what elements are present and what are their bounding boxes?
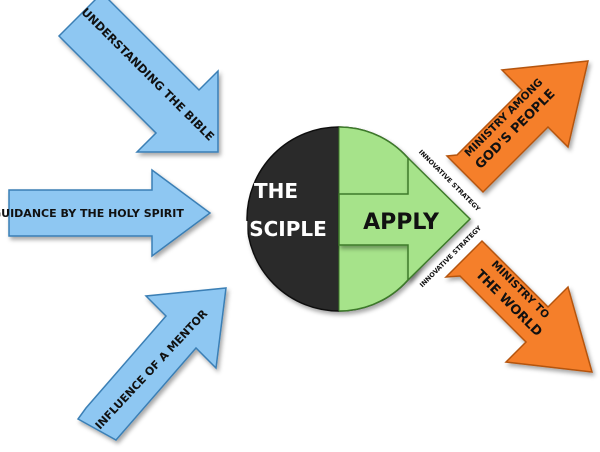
arrow-shape [76, 287, 227, 441]
arrow-label: INFLUENCE OF A MENTOR [93, 307, 211, 432]
arrow-ministry-to-the-world [444, 239, 594, 373]
arrow-ministry-among-gods-people [445, 60, 589, 194]
arrow-label: GUIDANCE BY THE HOLY SPIRIT [0, 207, 184, 220]
apply-arrow-shape [338, 156, 472, 282]
center-title-line2: DISCIPLE [225, 217, 327, 241]
arrow-shape [444, 239, 594, 373]
arrow-understanding-the-bible [57, 0, 219, 153]
arrow-shape [8, 168, 212, 258]
arrow-guidance-by-the-holy-spirit [8, 168, 212, 258]
center-title-line1: THE [254, 179, 298, 203]
apply-arrow [338, 156, 472, 282]
arrow-shape [445, 60, 589, 194]
apply-label: APPLY [363, 210, 440, 235]
arrow-shape [57, 0, 219, 153]
arrow-influence-of-a-mentor [76, 287, 227, 441]
